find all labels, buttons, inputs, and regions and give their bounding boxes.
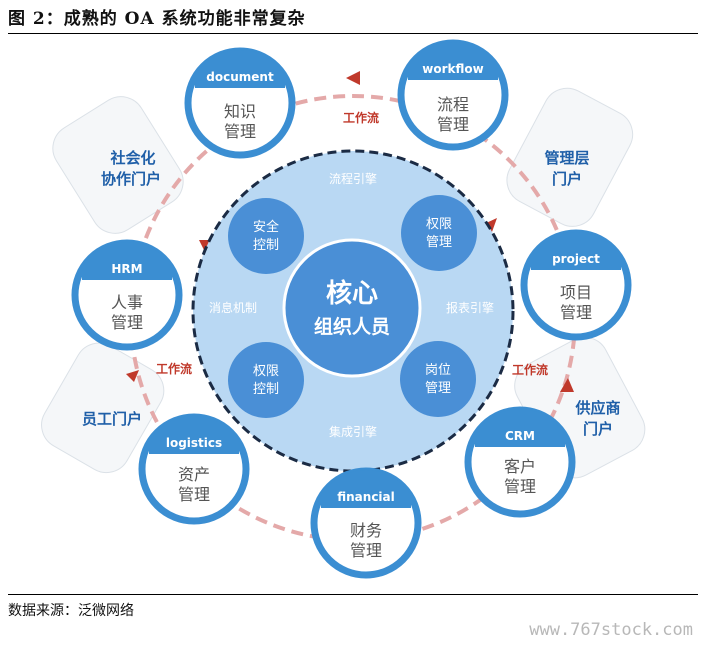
svg-text:document: document xyxy=(206,70,274,84)
portal-employee: 员工门户 xyxy=(82,410,142,428)
svg-text:岗位: 岗位 xyxy=(425,363,451,378)
svg-text:project: project xyxy=(552,252,600,266)
figure-title: 图 2：成熟的 OA 系统功能非常复杂 xyxy=(8,9,306,29)
portal-shapes xyxy=(41,87,646,479)
core-line1: 核心 xyxy=(326,278,378,309)
svg-text:财务: 财务 xyxy=(350,521,382,540)
svg-text:项目: 项目 xyxy=(560,283,592,302)
svg-text:logistics: logistics xyxy=(166,436,222,450)
svg-text:HRM: HRM xyxy=(111,262,142,276)
header-rule xyxy=(8,33,698,34)
portal-supplier: 供应商 门户 xyxy=(574,399,620,438)
svg-text:流程: 流程 xyxy=(437,95,469,114)
data-source: 数据来源：泛微网络 xyxy=(8,603,134,619)
svg-text:管理层: 管理层 xyxy=(544,149,589,167)
inner-node-position: 岗位 管理 xyxy=(400,341,476,417)
module-hrm: HRM 人事 管理 xyxy=(71,239,183,351)
svg-text:社会化: 社会化 xyxy=(109,149,155,167)
inner-node-permission-manage: 权限 管理 xyxy=(401,195,477,271)
module-crm: CRM 客户 管理 xyxy=(464,406,576,518)
svg-text:知识: 知识 xyxy=(224,102,256,121)
svg-text:管理: 管理 xyxy=(437,115,469,134)
portal-social: 社会化 协作门户 xyxy=(101,149,161,188)
module-workflow: workflow 流程 管理 xyxy=(397,39,509,151)
svg-text:资产: 资产 xyxy=(178,465,210,484)
module-financial: financial 财务 管理 xyxy=(310,467,422,579)
svg-text:控制: 控制 xyxy=(253,382,279,397)
watermark: www.767stock.com xyxy=(529,620,693,640)
engine-right-label: 报表引擎 xyxy=(446,300,494,315)
svg-text:管理: 管理 xyxy=(224,122,256,141)
svg-text:客户: 客户 xyxy=(504,457,536,476)
oa-diagram: 流程引擎 报表引擎 集成引擎 消息机制 安全 控制 权限 管理 权限 控制 岗位… xyxy=(41,39,646,579)
svg-text:workflow: workflow xyxy=(422,62,483,76)
inner-node-security: 安全 控制 xyxy=(228,198,304,274)
svg-text:管理: 管理 xyxy=(178,485,210,504)
svg-text:员工门户: 员工门户 xyxy=(82,410,142,428)
core-node: 核心 组织人员 xyxy=(282,238,422,378)
engine-bottom-label: 集成引擎 xyxy=(329,424,377,439)
engine-left-label: 消息机制 xyxy=(209,300,257,315)
svg-text:门户: 门户 xyxy=(583,420,613,438)
svg-text:financial: financial xyxy=(337,490,395,504)
svg-text:权限: 权限 xyxy=(253,363,279,379)
workflow-label-right: 工作流 xyxy=(512,362,548,377)
svg-text:管理: 管理 xyxy=(111,313,143,332)
svg-text:管理: 管理 xyxy=(504,477,536,496)
core-line2: 组织人员 xyxy=(314,315,390,338)
module-logistics: logistics 资产 管理 xyxy=(138,413,250,525)
svg-text:人事: 人事 xyxy=(111,293,143,312)
svg-text:控制: 控制 xyxy=(253,238,279,253)
svg-text:CRM: CRM xyxy=(505,429,535,443)
svg-text:管理: 管理 xyxy=(425,381,451,396)
module-document: document 知识 管理 xyxy=(184,47,296,159)
workflow-label-top: 工作流 xyxy=(343,110,379,125)
svg-text:管理: 管理 xyxy=(560,303,592,322)
svg-text:管理: 管理 xyxy=(426,235,452,250)
portal-management: 管理层 门户 xyxy=(544,149,589,188)
svg-text:安全: 安全 xyxy=(253,219,279,235)
svg-text:协作门户: 协作门户 xyxy=(101,170,161,188)
module-project: project 项目 管理 xyxy=(520,229,632,341)
svg-text:供应商: 供应商 xyxy=(574,399,620,417)
svg-text:门户: 门户 xyxy=(552,170,582,188)
workflow-label-left: 工作流 xyxy=(156,361,192,376)
svg-text:权限: 权限 xyxy=(426,216,452,232)
engine-top-label: 流程引擎 xyxy=(329,171,377,186)
svg-text:管理: 管理 xyxy=(350,541,382,560)
footer-rule xyxy=(8,594,698,595)
inner-node-permission-control: 权限 控制 xyxy=(228,342,304,418)
